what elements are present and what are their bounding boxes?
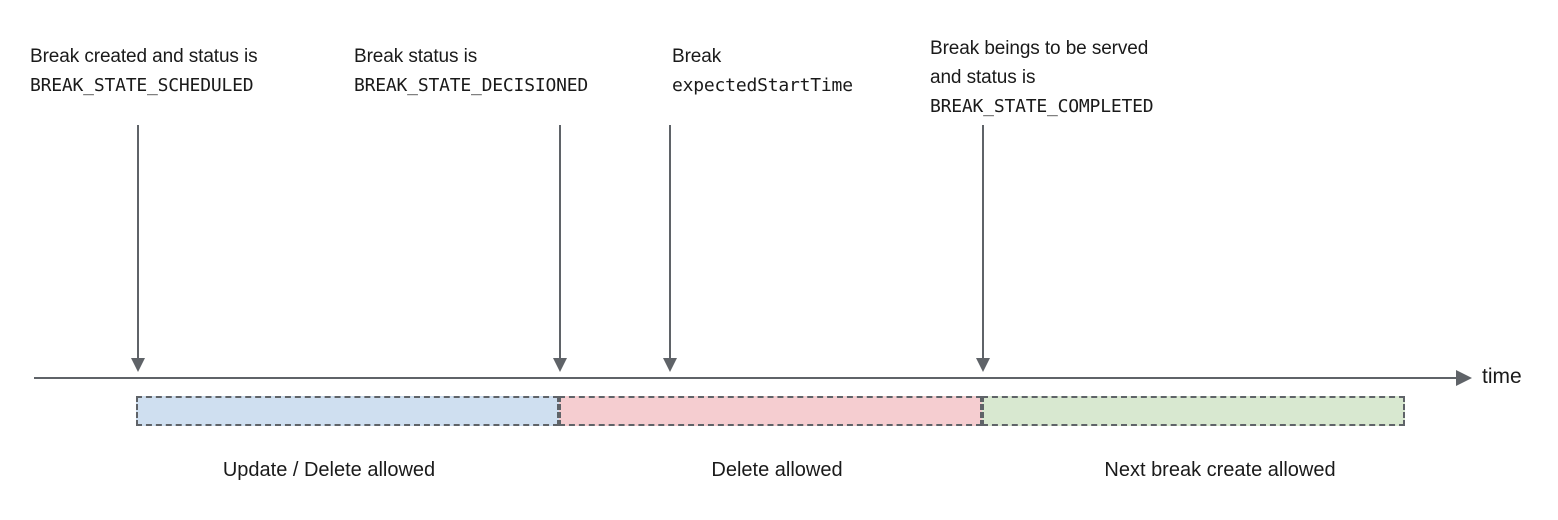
arrow-shaft bbox=[982, 125, 984, 358]
arrow-head bbox=[663, 358, 677, 372]
phase-segment-next-break-create-allowed bbox=[982, 396, 1405, 426]
arrow-head bbox=[976, 358, 990, 372]
annotation-line: Break created and status is bbox=[30, 46, 258, 67]
annotation-line: BREAK_STATE_DECISIONED bbox=[354, 75, 589, 96]
arrow-head bbox=[131, 358, 145, 372]
phase-caption-next-break-create-allowed: Next break create allowed bbox=[1104, 459, 1336, 481]
arrow-shaft bbox=[137, 125, 139, 358]
phase-divider bbox=[559, 396, 563, 426]
annotation-line: expectedStartTime bbox=[672, 75, 853, 96]
phase-segment-update-delete-allowed bbox=[136, 396, 559, 426]
phase-caption-delete-allowed: Delete allowed bbox=[711, 459, 843, 481]
event-arrow-down-icon-break-created bbox=[131, 125, 145, 372]
annotation-line: Break status is bbox=[354, 46, 478, 67]
annotation-line: BREAK_STATE_COMPLETED bbox=[930, 96, 1154, 117]
event-arrow-down-icon-break-expected-start-time bbox=[663, 125, 677, 372]
annotation-line: BREAK_STATE_SCHEDULED bbox=[30, 75, 254, 96]
annotation-line: Break beings to be served bbox=[930, 38, 1149, 59]
arrow-head bbox=[553, 358, 567, 372]
arrow-shaft bbox=[669, 125, 671, 358]
arrow-shaft bbox=[559, 125, 561, 358]
event-arrow-down-icon-break-completed bbox=[976, 125, 990, 372]
time-axis-label: time bbox=[1482, 365, 1522, 388]
annotation-break-created: Break created and status is BREAK_STATE_S… bbox=[30, 42, 258, 100]
phase-segment-delete-allowed bbox=[559, 396, 982, 426]
annotation-break-completed: Break beings to be served and status is BR… bbox=[930, 34, 1154, 121]
phase-divider bbox=[982, 396, 986, 426]
event-arrow-down-icon-break-decisioned bbox=[553, 125, 567, 372]
time-axis-line bbox=[34, 377, 1468, 379]
phase-caption-update-delete-allowed: Update / Delete allowed bbox=[222, 459, 436, 481]
annotation-break-expected-start-time: Break expectedStartTime bbox=[672, 42, 853, 100]
annotation-line: Break bbox=[672, 46, 722, 67]
annotation-line: and status is bbox=[930, 67, 1036, 88]
annotation-break-decisioned: Break status is BREAK_STATE_DECISIONED bbox=[354, 42, 588, 100]
phase-band bbox=[136, 396, 1405, 426]
time-axis-arrow-icon bbox=[1456, 370, 1472, 386]
